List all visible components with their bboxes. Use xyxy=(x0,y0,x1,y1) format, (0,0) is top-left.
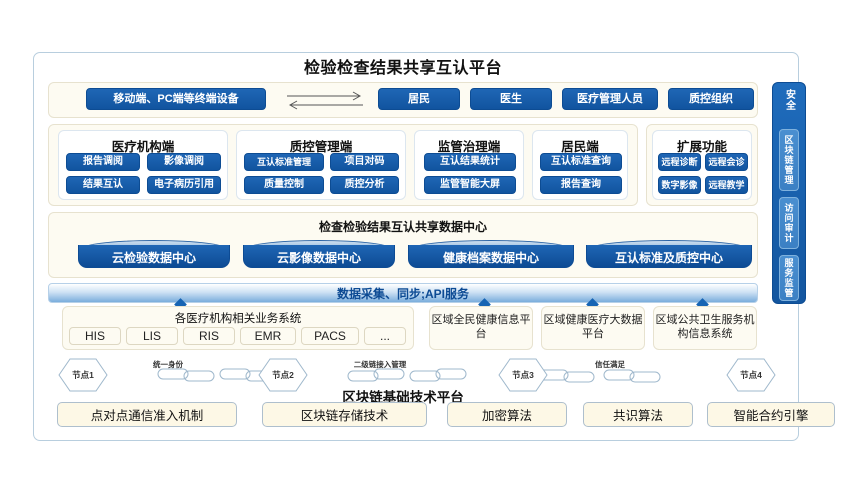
chain-link-label-subchain-access: 二级链接入管理 xyxy=(353,360,407,369)
sidebar-item-blockchain-management[interactable]: 区块链管理 xyxy=(779,129,799,191)
module-item-emr-reference[interactable]: 电子病历引用 xyxy=(147,176,221,194)
data-center-heading: 检查检验结果互认共享数据中心 xyxy=(318,220,487,234)
database-label: 云检验数据中心 xyxy=(78,245,230,268)
sidebar-item-access-audit[interactable]: 访问审计 xyxy=(779,197,799,249)
module-item-qc-analysis[interactable]: 质控分析 xyxy=(330,176,399,194)
module-title: 监管治理端 xyxy=(437,140,501,154)
module-title: 居民端 xyxy=(561,140,599,154)
module-item-project-mapping[interactable]: 项目对码 xyxy=(330,153,399,171)
module-item-result-statistics[interactable]: 互认结果统计 xyxy=(424,153,516,171)
system-chip-more[interactable]: ... xyxy=(364,327,406,345)
database-cloud-imaging[interactable]: 云影像数据中心 xyxy=(243,240,395,268)
sidebar-item-label: 访问审计 xyxy=(783,203,794,243)
module-item-remote-diagnosis[interactable]: 远程诊断 xyxy=(658,153,701,171)
regional-platform-label: 区域公共卫生服务机构信息系统 xyxy=(655,314,755,340)
security-sidebar: 安全 区块链管理 访问审计 服务监管 xyxy=(772,82,806,304)
system-chip-lis[interactable]: LIS xyxy=(126,327,178,345)
node-label: 节点3 xyxy=(512,370,534,380)
sidebar-title-text: 安全 xyxy=(783,89,795,111)
module-item-remote-consult[interactable]: 远程会诊 xyxy=(705,153,748,171)
tech-button-smart-contract[interactable]: 智能合约引擎 xyxy=(707,402,835,427)
module-card-quality-control: 质控管理端 互认标准管理 项目对码 质量控制 质控分析 xyxy=(236,130,406,200)
chain-link-label-trust: 信任满足 xyxy=(595,360,625,369)
module-card-medical-institution: 医疗机构端 报告调阅 影像调阅 结果互认 电子病历引用 xyxy=(58,130,228,200)
sidebar-item-label: 服务监管 xyxy=(783,258,794,298)
module-item-quality-control[interactable]: 质量控制 xyxy=(244,176,324,194)
regional-platform-health-info[interactable]: 区域全民健康信息平台 xyxy=(429,306,533,350)
module-card-extension: 扩展功能 远程诊断 远程会诊 数字影像 远程教学 xyxy=(652,130,752,200)
module-item-report-view[interactable]: 报告调阅 xyxy=(66,153,140,171)
database-standard-qc[interactable]: 互认标准及质控中心 xyxy=(586,240,752,268)
blockchain-node-3[interactable]: 节点3 xyxy=(498,358,548,392)
module-item-smart-screen[interactable]: 监管智能大屏 xyxy=(424,176,516,194)
hospital-systems-title: 各医疗机构相关业务系统 xyxy=(174,313,302,325)
system-chip-ris[interactable]: RIS xyxy=(183,327,235,345)
module-item-digital-imaging[interactable]: 数字影像 xyxy=(658,176,701,194)
tech-button-chain-storage[interactable]: 区块链存储技术 xyxy=(262,402,427,427)
database-health-record[interactable]: 健康档案数据中心 xyxy=(408,240,574,268)
module-card-supervision: 监管治理端 互认结果统计 监管智能大屏 xyxy=(414,130,524,200)
module-title: 医疗机构端 xyxy=(111,140,175,154)
database-label: 健康档案数据中心 xyxy=(408,245,574,268)
blockchain-node-2[interactable]: 节点2 xyxy=(258,358,308,392)
module-title: 扩展功能 xyxy=(676,140,727,154)
regional-platform-label: 区域全民健康信息平台 xyxy=(431,314,531,340)
system-chip-pacs[interactable]: PACS xyxy=(301,327,359,345)
sidebar-item-service-supervision[interactable]: 服务监管 xyxy=(779,255,799,301)
system-chip-his[interactable]: HIS xyxy=(69,327,121,345)
regional-platform-label: 区域健康医疗大数据平台 xyxy=(543,314,643,340)
module-item-report-query[interactable]: 报告查询 xyxy=(540,176,622,194)
tech-button-encryption[interactable]: 加密算法 xyxy=(447,402,567,427)
page-title: 检验检查结果共享互认平台 xyxy=(303,60,502,77)
module-card-resident: 居民端 互认标准查询 报告查询 xyxy=(532,130,628,200)
role-button-resident[interactable]: 居民 xyxy=(378,88,460,110)
blockchain-node-1[interactable]: 节点1 xyxy=(58,358,108,392)
regional-platform-public-health[interactable]: 区域公共卫生服务机构信息系统 xyxy=(653,306,757,350)
node-label: 节点4 xyxy=(740,370,762,380)
role-button-quality-org[interactable]: 质控组织 xyxy=(668,88,754,110)
node-label: 节点1 xyxy=(72,370,94,380)
module-item-remote-teaching[interactable]: 远程教学 xyxy=(705,176,748,194)
module-title: 质控管理端 xyxy=(289,140,353,154)
system-chip-emr[interactable]: EMR xyxy=(240,327,296,345)
database-cloud-lab[interactable]: 云检验数据中心 xyxy=(78,240,230,268)
terminal-device-button[interactable]: 移动端、PC端等终端设备 xyxy=(86,88,266,110)
role-button-admin[interactable]: 医疗管理人员 xyxy=(562,88,658,110)
database-label: 互认标准及质控中心 xyxy=(586,245,752,268)
node-label: 节点2 xyxy=(272,370,294,380)
module-item-standard-mgmt[interactable]: 互认标准管理 xyxy=(244,153,324,171)
chain-link-label-identity: 统一身份 xyxy=(153,360,183,369)
blockchain-platform-title: 区块链基础技术平台 xyxy=(342,390,464,405)
tech-button-consensus[interactable]: 共识算法 xyxy=(583,402,693,427)
sidebar-item-label: 区块链管理 xyxy=(783,135,794,185)
blockchain-node-4[interactable]: 节点4 xyxy=(726,358,776,392)
module-item-standard-query[interactable]: 互认标准查询 xyxy=(540,153,622,171)
tech-button-p2p-access[interactable]: 点对点通信准入机制 xyxy=(57,402,237,427)
bidirectional-arrow-icon xyxy=(285,90,365,110)
module-item-result-recognition[interactable]: 结果互认 xyxy=(66,176,140,194)
regional-platform-bigdata[interactable]: 区域健康医疗大数据平台 xyxy=(541,306,645,350)
database-label: 云影像数据中心 xyxy=(243,245,395,268)
module-item-image-view[interactable]: 影像调阅 xyxy=(147,153,221,171)
api-service-band: 数据采集、同步;API服务 xyxy=(48,283,758,303)
role-button-doctor[interactable]: 医生 xyxy=(470,88,552,110)
sidebar-title: 安全 xyxy=(773,89,805,114)
